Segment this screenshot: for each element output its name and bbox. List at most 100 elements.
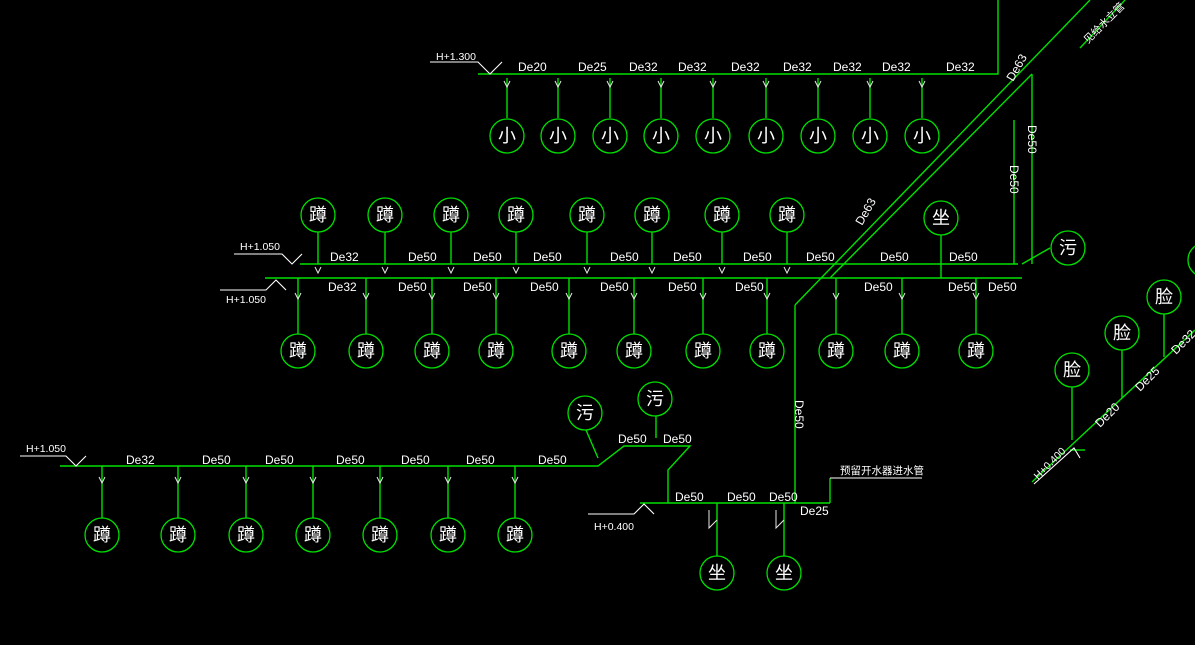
pipe-size-label: De50	[663, 432, 692, 446]
sitting-fixture-upper-glyph: 坐	[932, 208, 950, 228]
squat-fixture-lower-glyph: 蹲	[827, 341, 845, 361]
urinal-valve	[814, 80, 822, 89]
elevation-leader-mid-lower	[220, 279, 287, 291]
urinal-valve	[503, 80, 511, 89]
squat-fixture-upper	[769, 197, 805, 233]
pipe-size-label: De32	[1168, 327, 1195, 357]
pipe-size-label: De50	[398, 280, 427, 294]
basin-fixture-glyph: 脸	[1155, 287, 1173, 307]
pipe-size-label: De50	[792, 400, 806, 429]
squat-fixture-left	[430, 517, 466, 553]
pipe-size-label: De25	[1132, 364, 1162, 394]
pipe-size-label: De50	[988, 280, 1017, 294]
squat-fixture-lower-glyph: 蹲	[560, 341, 578, 361]
pipe-size-label: De50	[336, 453, 365, 467]
pipe-size-label: De50	[668, 280, 697, 294]
pipe-size-label: De32	[330, 250, 359, 264]
squat-fixture-upper	[433, 197, 469, 233]
pipe-size-label: De50	[618, 432, 647, 446]
squat-fixture-left	[497, 517, 533, 553]
main-diagonal-de63-b	[829, 73, 1033, 279]
pipe-size-label: De50	[408, 250, 437, 264]
elevation-leader-mid-upper	[234, 253, 303, 265]
squat-fixture-upper-glyph: 蹲	[778, 205, 796, 225]
squat-left-valve	[309, 476, 317, 485]
pipe-size-label: De50	[806, 250, 835, 264]
urinal-fixture-glyph: 小	[549, 126, 567, 146]
squat-fixture-left-glyph: 蹲	[439, 525, 457, 545]
pipe-size-label: De63	[1003, 51, 1030, 83]
pipe-size-label: De32	[783, 60, 812, 74]
pipe-size-label: De32	[833, 60, 862, 74]
urinal-fixture-glyph: 小	[601, 126, 619, 146]
squat-left-valve	[98, 476, 106, 485]
urinal-valve	[554, 80, 562, 89]
squat-fixture-lower-glyph: 蹲	[893, 341, 911, 361]
pipe-size-label: De50	[880, 250, 909, 264]
urinal-fixture	[540, 118, 576, 154]
pipe-size-label: De32	[882, 60, 911, 74]
squat-upper-valve	[314, 266, 322, 275]
reserved-heater-note: 预留开水器进水管	[840, 464, 924, 477]
basin-fixture	[1104, 315, 1140, 351]
squat-fixture-upper-glyph: 蹲	[442, 205, 460, 225]
squat-fixture-left	[160, 517, 196, 553]
pipe-size-label: De50	[1025, 125, 1039, 154]
elevation-leader-right	[1033, 447, 1081, 485]
squat-fixture-lower-glyph: 蹲	[758, 341, 776, 361]
pipe-size-label: De50	[466, 453, 495, 467]
sitting-fixture-bottom-glyph: 坐	[775, 563, 793, 583]
squat-fixture-lower	[884, 333, 920, 369]
elevation-leader-bottom	[588, 503, 655, 515]
squat-fixture-lower-glyph: 蹲	[487, 341, 505, 361]
squat-fixture-upper	[300, 197, 336, 233]
top-right-note: 见给水立管	[1081, 0, 1127, 46]
squat-lower-valve	[699, 292, 707, 301]
urinal-fixture	[800, 118, 836, 154]
urinal-fixture-glyph: 小	[913, 126, 931, 146]
basin-fixture	[1146, 279, 1182, 315]
urinal-fixture-glyph: 小	[498, 126, 516, 146]
elevation-label-left: H+1.050	[26, 443, 66, 455]
squat-fixture-lower-glyph: 蹲	[967, 341, 985, 361]
squat-fixture-left-glyph: 蹲	[93, 525, 111, 545]
sitting-valve-bottom	[775, 510, 785, 530]
squat-fixture-lower-glyph: 蹲	[357, 341, 375, 361]
sitting-fixture-bottom	[699, 555, 735, 591]
pipe-size-label: De50	[265, 453, 294, 467]
pipe-size-label: De50	[735, 280, 764, 294]
squat-fixture-lower-glyph: 蹲	[625, 341, 643, 361]
elevation-label-top: H+1.300	[436, 51, 476, 63]
pipe-size-label: De50	[864, 280, 893, 294]
pipe-size-label: De20	[1092, 400, 1122, 430]
squat-left-valve	[444, 476, 452, 485]
urinal-fixture-glyph: 小	[861, 126, 879, 146]
basin-fixture	[1054, 352, 1090, 388]
squat-fixture-upper-glyph: 蹲	[376, 205, 394, 225]
elevation-label-right: H+0.400	[1032, 445, 1069, 482]
main-diagonal-de63	[794, 0, 1091, 306]
squat-fixture-left-glyph: 蹲	[304, 525, 322, 545]
pipe-size-label: De50	[769, 490, 798, 504]
urinal-fixture	[489, 118, 525, 154]
squat-left-valve	[376, 476, 384, 485]
squat-fixture-left	[295, 517, 331, 553]
pipe-size-label: De25	[800, 504, 829, 518]
mop-sink-connector-left	[585, 429, 599, 459]
elevation-leader-left	[20, 455, 87, 467]
pipe-size-label: De32	[678, 60, 707, 74]
squat-fixture-lower-glyph: 蹲	[289, 341, 307, 361]
squat-fixture-lower	[478, 333, 514, 369]
pipe-network	[60, 0, 1195, 504]
mop-sink-fixture-left	[567, 395, 603, 431]
squat-lower-valve	[630, 292, 638, 301]
sitting-fixture-bottom-glyph: 坐	[708, 563, 726, 583]
pipe-size-label: De50	[743, 250, 772, 264]
pipe-size-label: De50	[948, 280, 977, 294]
sitting-valve-bottom	[708, 510, 718, 530]
top-right-diagonal	[1079, 0, 1126, 49]
squat-lower-valve	[565, 292, 573, 301]
squat-fixture-upper-glyph: 蹲	[713, 205, 731, 225]
squat-upper-valve	[512, 266, 520, 275]
